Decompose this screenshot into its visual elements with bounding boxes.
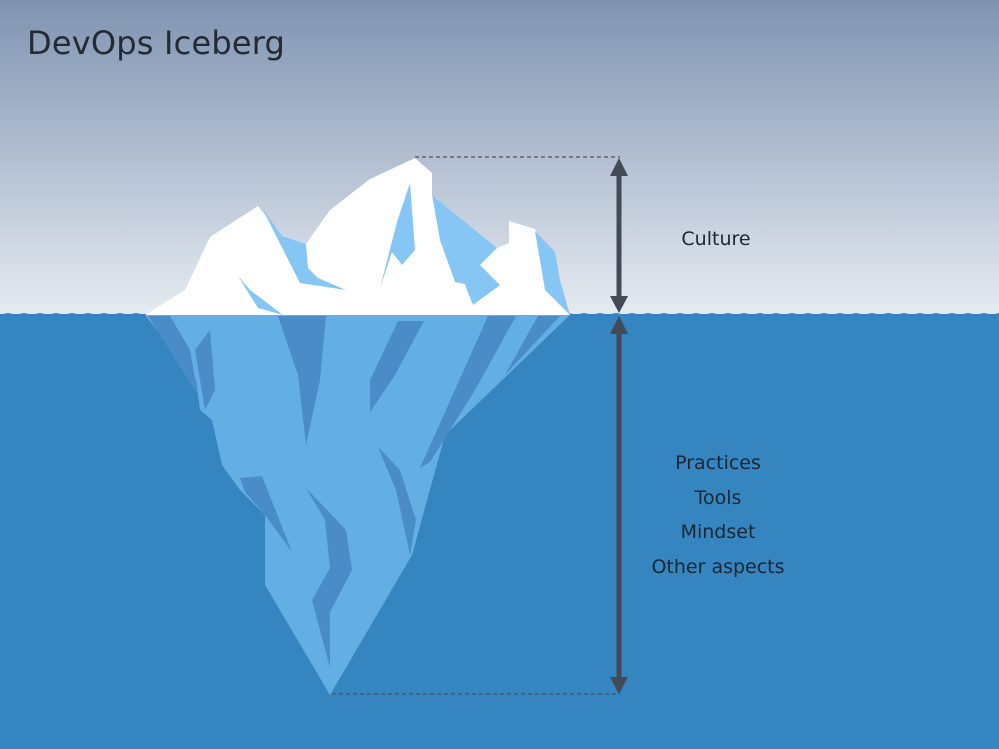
below-water-item: Tools	[694, 486, 742, 509]
above-water-label: Culture	[681, 228, 751, 250]
below-water-arrow	[610, 316, 628, 694]
above-water-iceberg	[145, 158, 570, 315]
water-background	[0, 314, 999, 749]
below-water-item: Practices	[675, 452, 761, 474]
below-water-item: Other aspects	[651, 556, 785, 579]
above-water-arrow	[610, 158, 628, 313]
below-water-list: Practices Tools Mindset Other aspects	[651, 446, 784, 585]
page-title: DevOps Iceberg	[27, 24, 286, 62]
below-water-item: Mindset	[680, 521, 756, 544]
underwater-iceberg	[145, 315, 570, 695]
